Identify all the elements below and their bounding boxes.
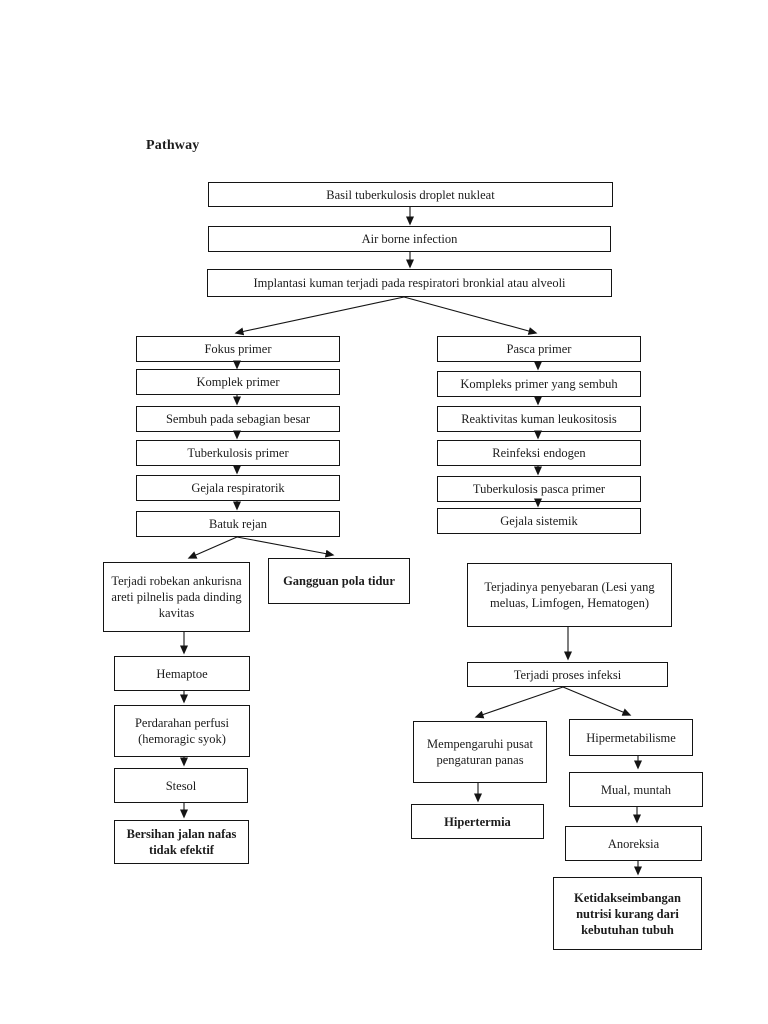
node-pasca-primer: Pasca primer <box>437 336 641 362</box>
node-implantasi-kuman: Implantasi kuman terjadi pada respirator… <box>207 269 612 297</box>
node-ketidakseimbangan-nutrisi: Ketidakseimbangan nutrisi kurang dari ke… <box>553 877 702 950</box>
node-perdarahan-perfusi: Perdarahan perfusi (hemoragic syok) <box>114 705 250 757</box>
node-pengaturan-panas: Mempengaruhi pusat pengaturan panas <box>413 721 547 783</box>
node-air-borne-infection: Air borne infection <box>208 226 611 252</box>
node-mual-muntah: Mual, muntah <box>569 772 703 807</box>
node-terjadi-proses-infeksi: Terjadi proses infeksi <box>467 662 668 687</box>
node-tuberkulosis-pasca-primer: Tuberkulosis pasca primer <box>437 476 641 502</box>
node-gangguan-pola-tidur: Gangguan pola tidur <box>268 558 410 604</box>
node-gejala-sistemik: Gejala sistemik <box>437 508 641 534</box>
node-tuberkulosis-primer: Tuberkulosis primer <box>136 440 340 466</box>
node-komplek-primer: Komplek primer <box>136 369 340 395</box>
node-reinfeksi-endogen: Reinfeksi endogen <box>437 440 641 466</box>
node-hipertermia: Hipertermia <box>411 804 544 839</box>
node-reaktivitas-kuman: Reaktivitas kuman leukositosis <box>437 406 641 432</box>
node-hipermetabilisme: Hipermetabilisme <box>569 719 693 756</box>
node-anoreksia: Anoreksia <box>565 826 702 861</box>
node-kompleks-primer-sembuh: Kompleks primer yang sembuh <box>437 371 641 397</box>
node-sembuh-sebagian: Sembuh pada sebagian besar <box>136 406 340 432</box>
node-terjadi-robekan: Terjadi robekan ankurisna areti pilnelis… <box>103 562 250 632</box>
node-hemaptoe: Hemaptoe <box>114 656 250 691</box>
node-fokus-primer: Fokus primer <box>136 336 340 362</box>
node-batuk-rejan: Batuk rejan <box>136 511 340 537</box>
node-bersihan-jalan-nafas: Bersihan jalan nafas tidak efektif <box>114 820 249 864</box>
node-gejala-respiratorik: Gejala respiratorik <box>136 475 340 501</box>
page-title: Pathway <box>146 138 200 153</box>
node-terjadinya-penyebaran: Terjadinya penyebaran (Lesi yang meluas,… <box>467 563 672 627</box>
node-basil-tuberkulosis: Basil tuberkulosis droplet nukleat <box>208 182 613 207</box>
node-stesol: Stesol <box>114 768 248 803</box>
